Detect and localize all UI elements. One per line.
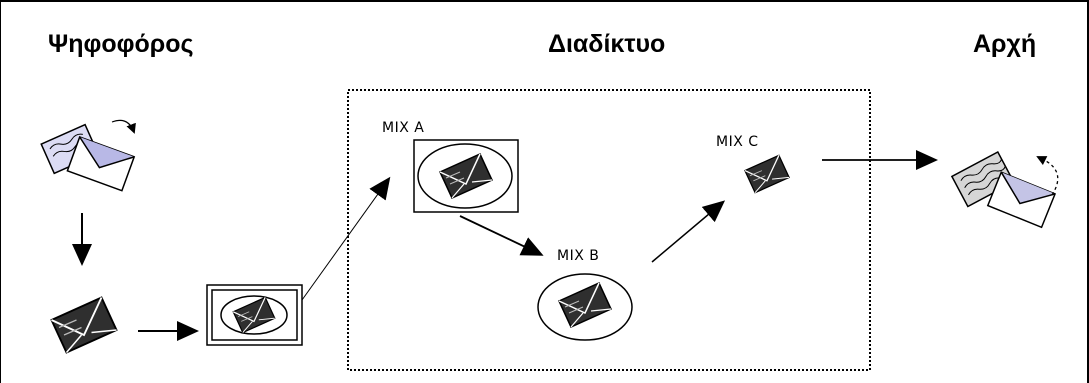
arrow-mix-a-to-mix-b <box>459 215 544 256</box>
arrow-mix-b-to-mix-c <box>651 200 726 263</box>
layered-envelope <box>206 284 303 346</box>
heading-internet: Διαδίκτυο <box>548 30 666 58</box>
mix-b-node <box>537 273 633 341</box>
mix-b-label: MIX B <box>557 248 600 264</box>
arrow-to-mix-a <box>301 176 391 301</box>
mix-c-node <box>744 154 790 194</box>
letter-into-envelope-icon <box>40 119 136 192</box>
mix-a-node <box>413 139 519 213</box>
mix-c-label: MIX C <box>716 134 759 150</box>
sealed-envelope-icon <box>50 296 118 354</box>
internet-region <box>347 89 871 371</box>
heading-authority: Αρχή <box>973 30 1037 58</box>
open-envelope-letter-icon <box>950 151 1059 229</box>
heading-voter: Ψηφοφόρος <box>48 30 194 58</box>
mix-a-label: MIX A <box>382 120 425 136</box>
